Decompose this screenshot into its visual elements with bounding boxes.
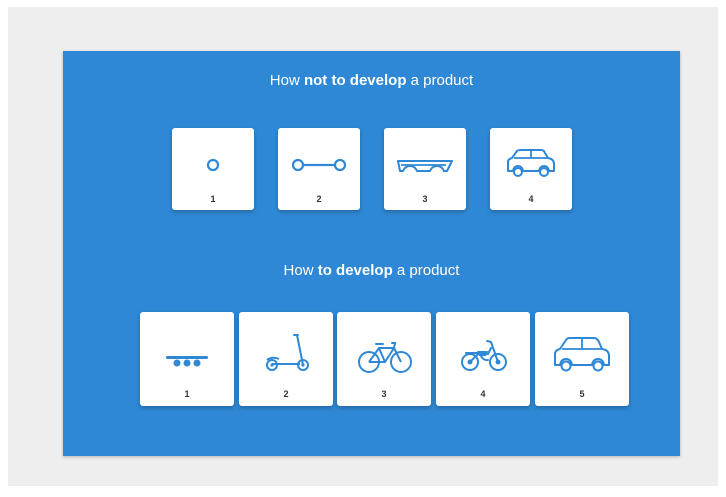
top-card-4: 4 <box>490 128 572 210</box>
top-card-1: 1 <box>172 128 254 210</box>
bottom-card-5: 5 <box>535 312 629 406</box>
scooter-icon <box>266 334 309 371</box>
card-number: 4 <box>480 389 486 399</box>
card-number: 2 <box>283 389 289 399</box>
wheel-icon <box>206 158 220 172</box>
car-icon <box>554 337 610 372</box>
car-icon <box>507 149 555 177</box>
card-number: 2 <box>316 194 322 204</box>
card-number: 1 <box>184 389 190 399</box>
bottom-card-4: 4 <box>436 312 530 406</box>
top-card-3: 3 <box>384 128 466 210</box>
card-number: 5 <box>579 389 585 399</box>
card-number: 1 <box>210 194 216 204</box>
skateboard-icon <box>166 356 208 367</box>
top-heading: How not to develop a product <box>269 72 474 89</box>
motorcycle-icon <box>461 340 507 371</box>
axle-icon <box>291 158 347 172</box>
bicycle-icon <box>358 342 412 373</box>
bottom-card-2: 2 <box>239 312 333 406</box>
bottom-card-3: 3 <box>337 312 431 406</box>
bottom-heading: How to develop a product <box>283 262 460 279</box>
car-body-icon <box>397 160 453 172</box>
card-number: 3 <box>422 194 428 204</box>
card-number: 4 <box>528 194 534 204</box>
diagram-panel: How not to develop a product 1 2 3 <box>63 51 680 456</box>
top-card-2: 2 <box>278 128 360 210</box>
outer-frame: How not to develop a product 1 2 3 <box>8 7 718 486</box>
card-number: 3 <box>381 389 387 399</box>
bottom-card-1: 1 <box>140 312 234 406</box>
